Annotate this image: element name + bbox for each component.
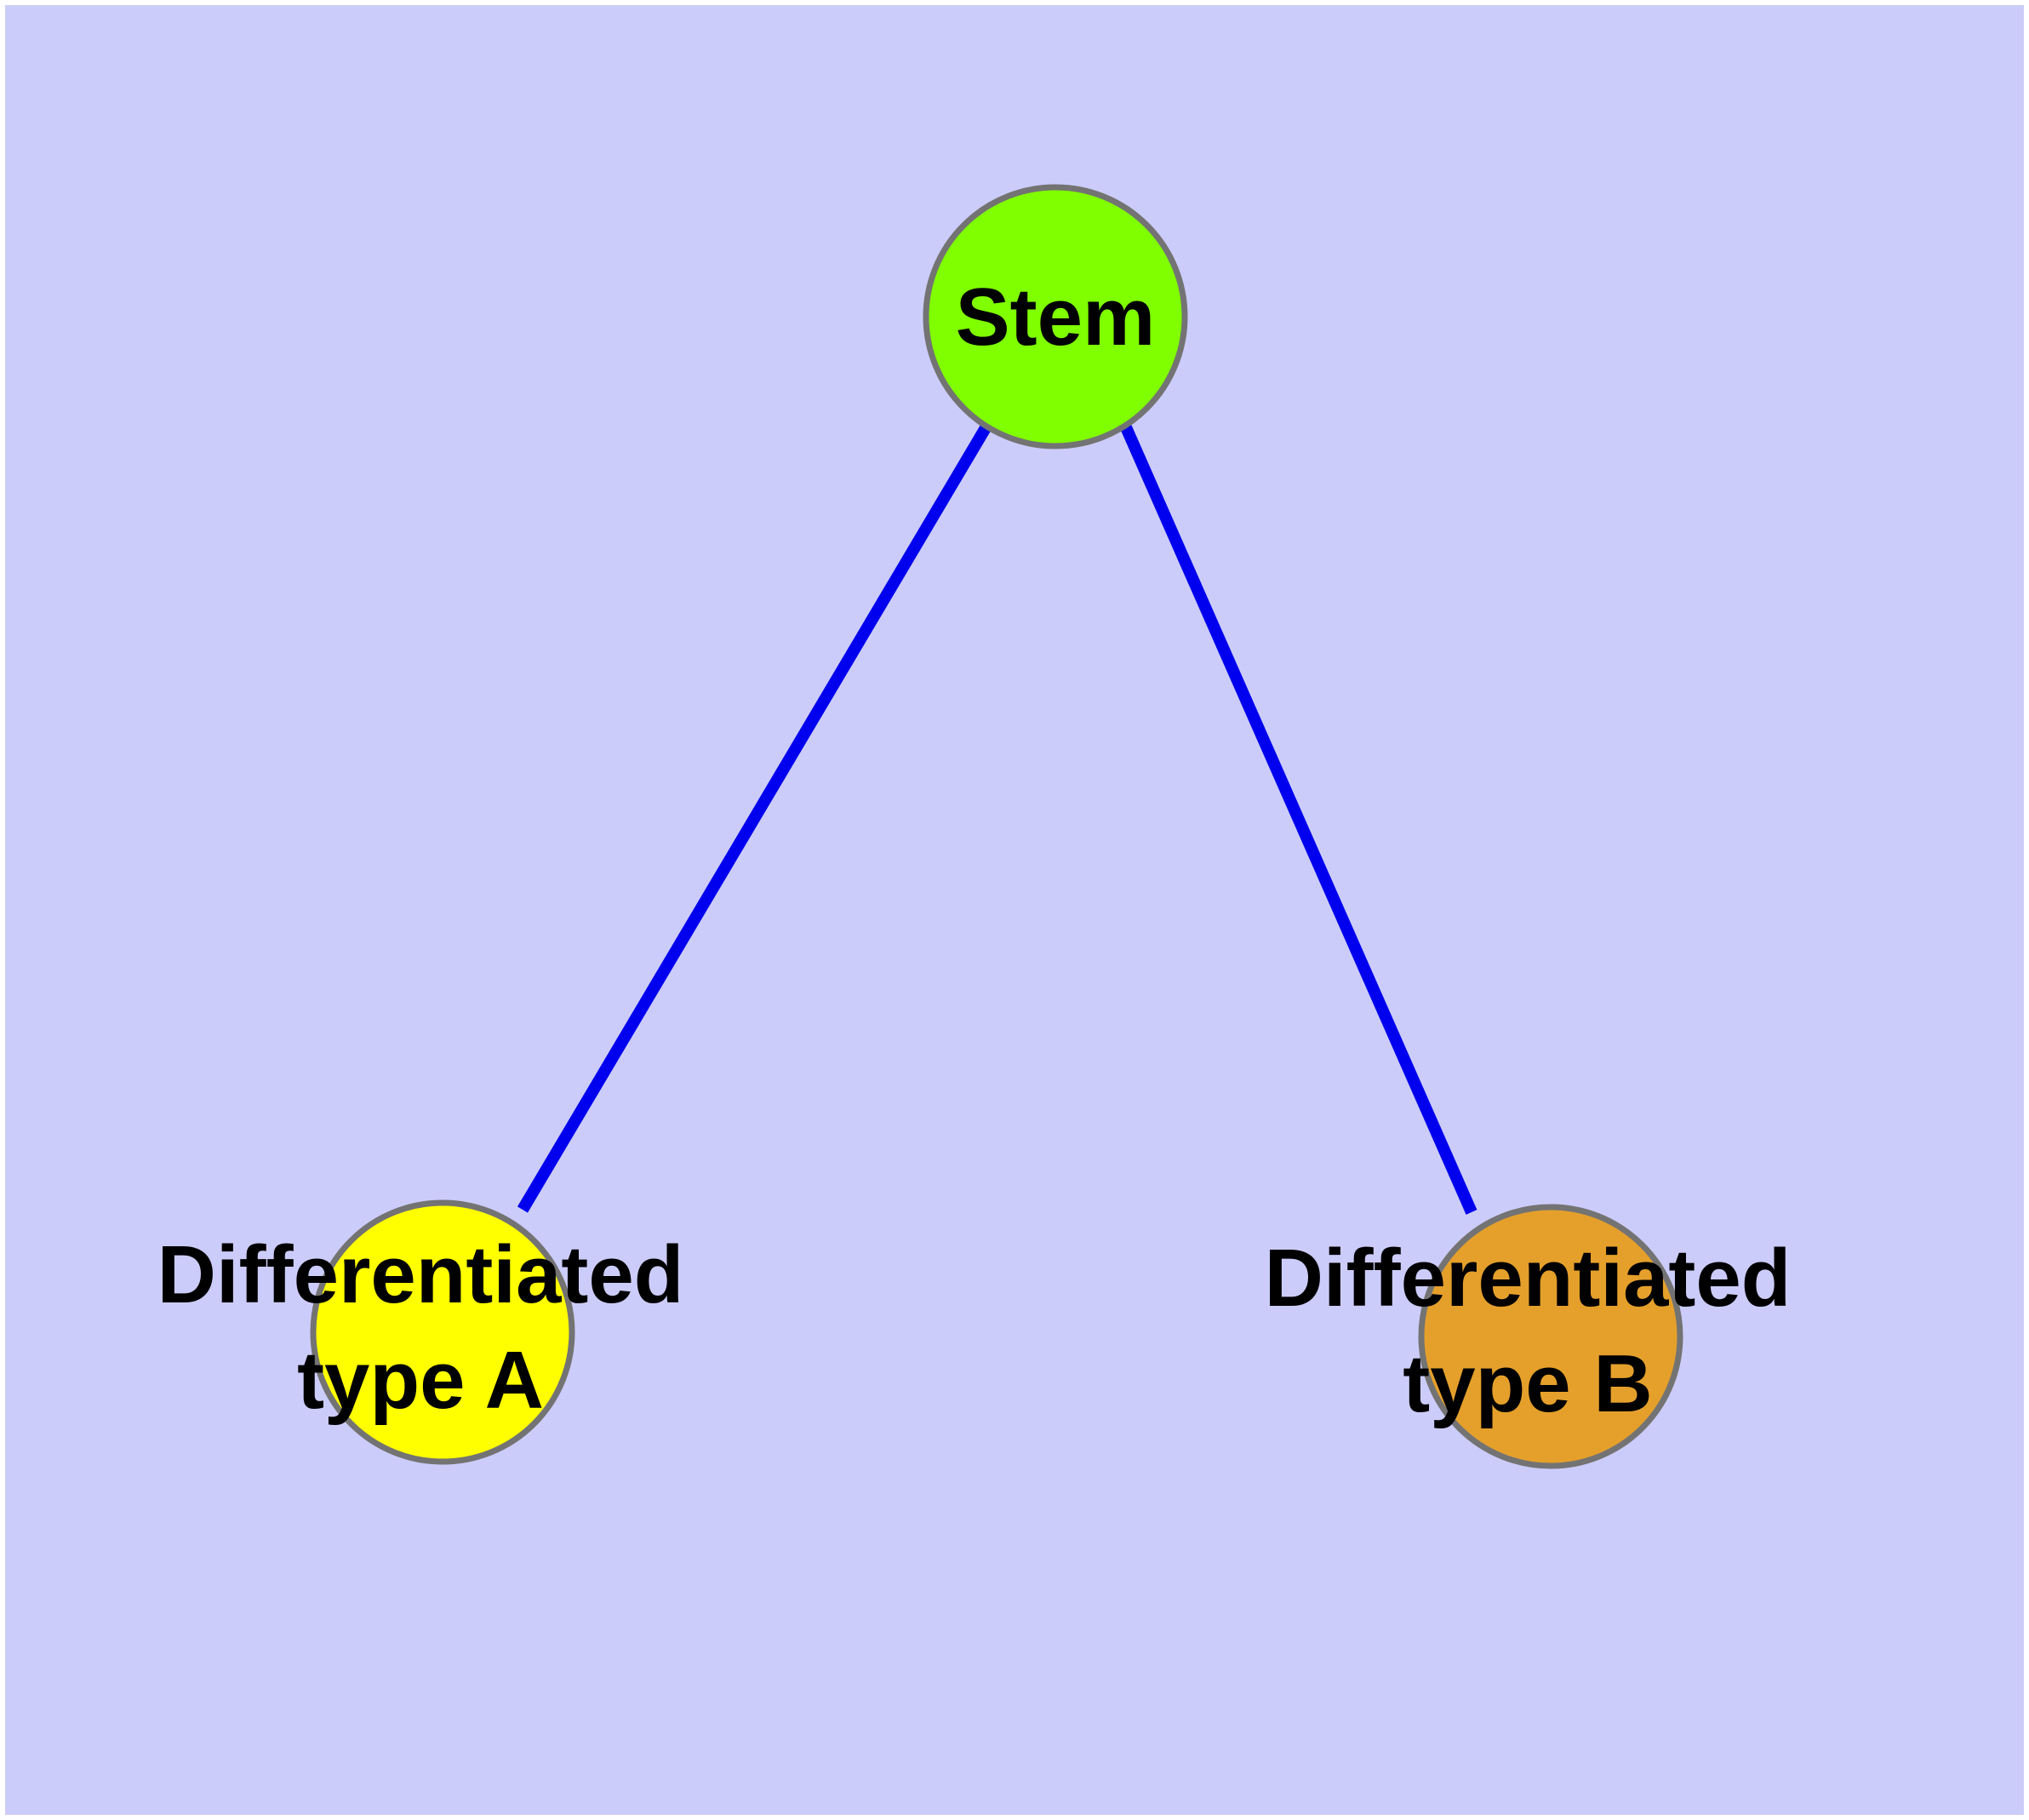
node-label-differentiated-type-a-line2: type A	[297, 1335, 544, 1426]
node-label-differentiated-type-a-line1: Differentiated	[157, 1229, 684, 1320]
node-label-differentiated-type-b-line2: type B	[1403, 1338, 1652, 1429]
node-differentiated-type-b[interactable]	[1418, 1204, 1683, 1469]
node-group	[310, 184, 1683, 1469]
label-group: Stem Differentiated type A Differentiate…	[157, 272, 1792, 1429]
node-label-stem: Stem	[956, 272, 1156, 363]
node-stem[interactable]	[923, 184, 1188, 449]
edge-stem-to-differentiated-type-a[interactable]	[517, 423, 992, 1213]
edge-stem-to-differentiated-type-b[interactable]	[1120, 425, 1477, 1215]
node-label-differentiated-type-b-line1: Differentiated	[1265, 1233, 1792, 1324]
node-differentiated-type-a[interactable]	[310, 1199, 575, 1465]
edge-group	[517, 423, 1477, 1215]
